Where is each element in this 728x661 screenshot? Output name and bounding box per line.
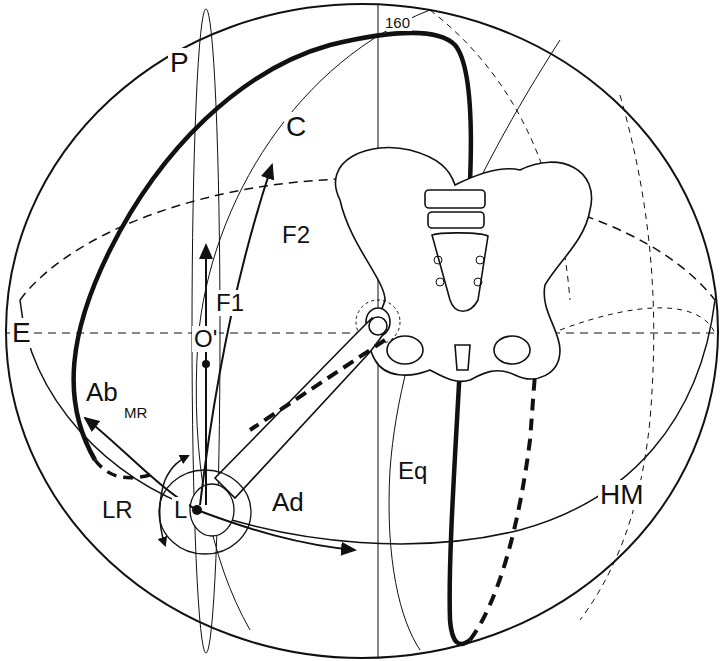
diagram-label: Ad xyxy=(270,488,306,516)
diagram-label: HM xyxy=(598,480,646,510)
diagram-label: F1 xyxy=(214,290,246,316)
diagram-label: E xyxy=(10,318,33,348)
diagram-label: L xyxy=(172,497,189,523)
diagram-label: Ab xyxy=(84,378,120,406)
diagram-label: MR xyxy=(122,404,149,421)
diagram-label: LR xyxy=(100,497,135,523)
diagram-label: Eq xyxy=(396,458,429,484)
diagram-label: F2 xyxy=(280,222,312,248)
diagram-label: P xyxy=(168,48,191,78)
diagram-label: 160 xyxy=(383,14,412,31)
diagram-label: O' xyxy=(192,326,219,352)
diagram-label: C xyxy=(284,112,308,142)
